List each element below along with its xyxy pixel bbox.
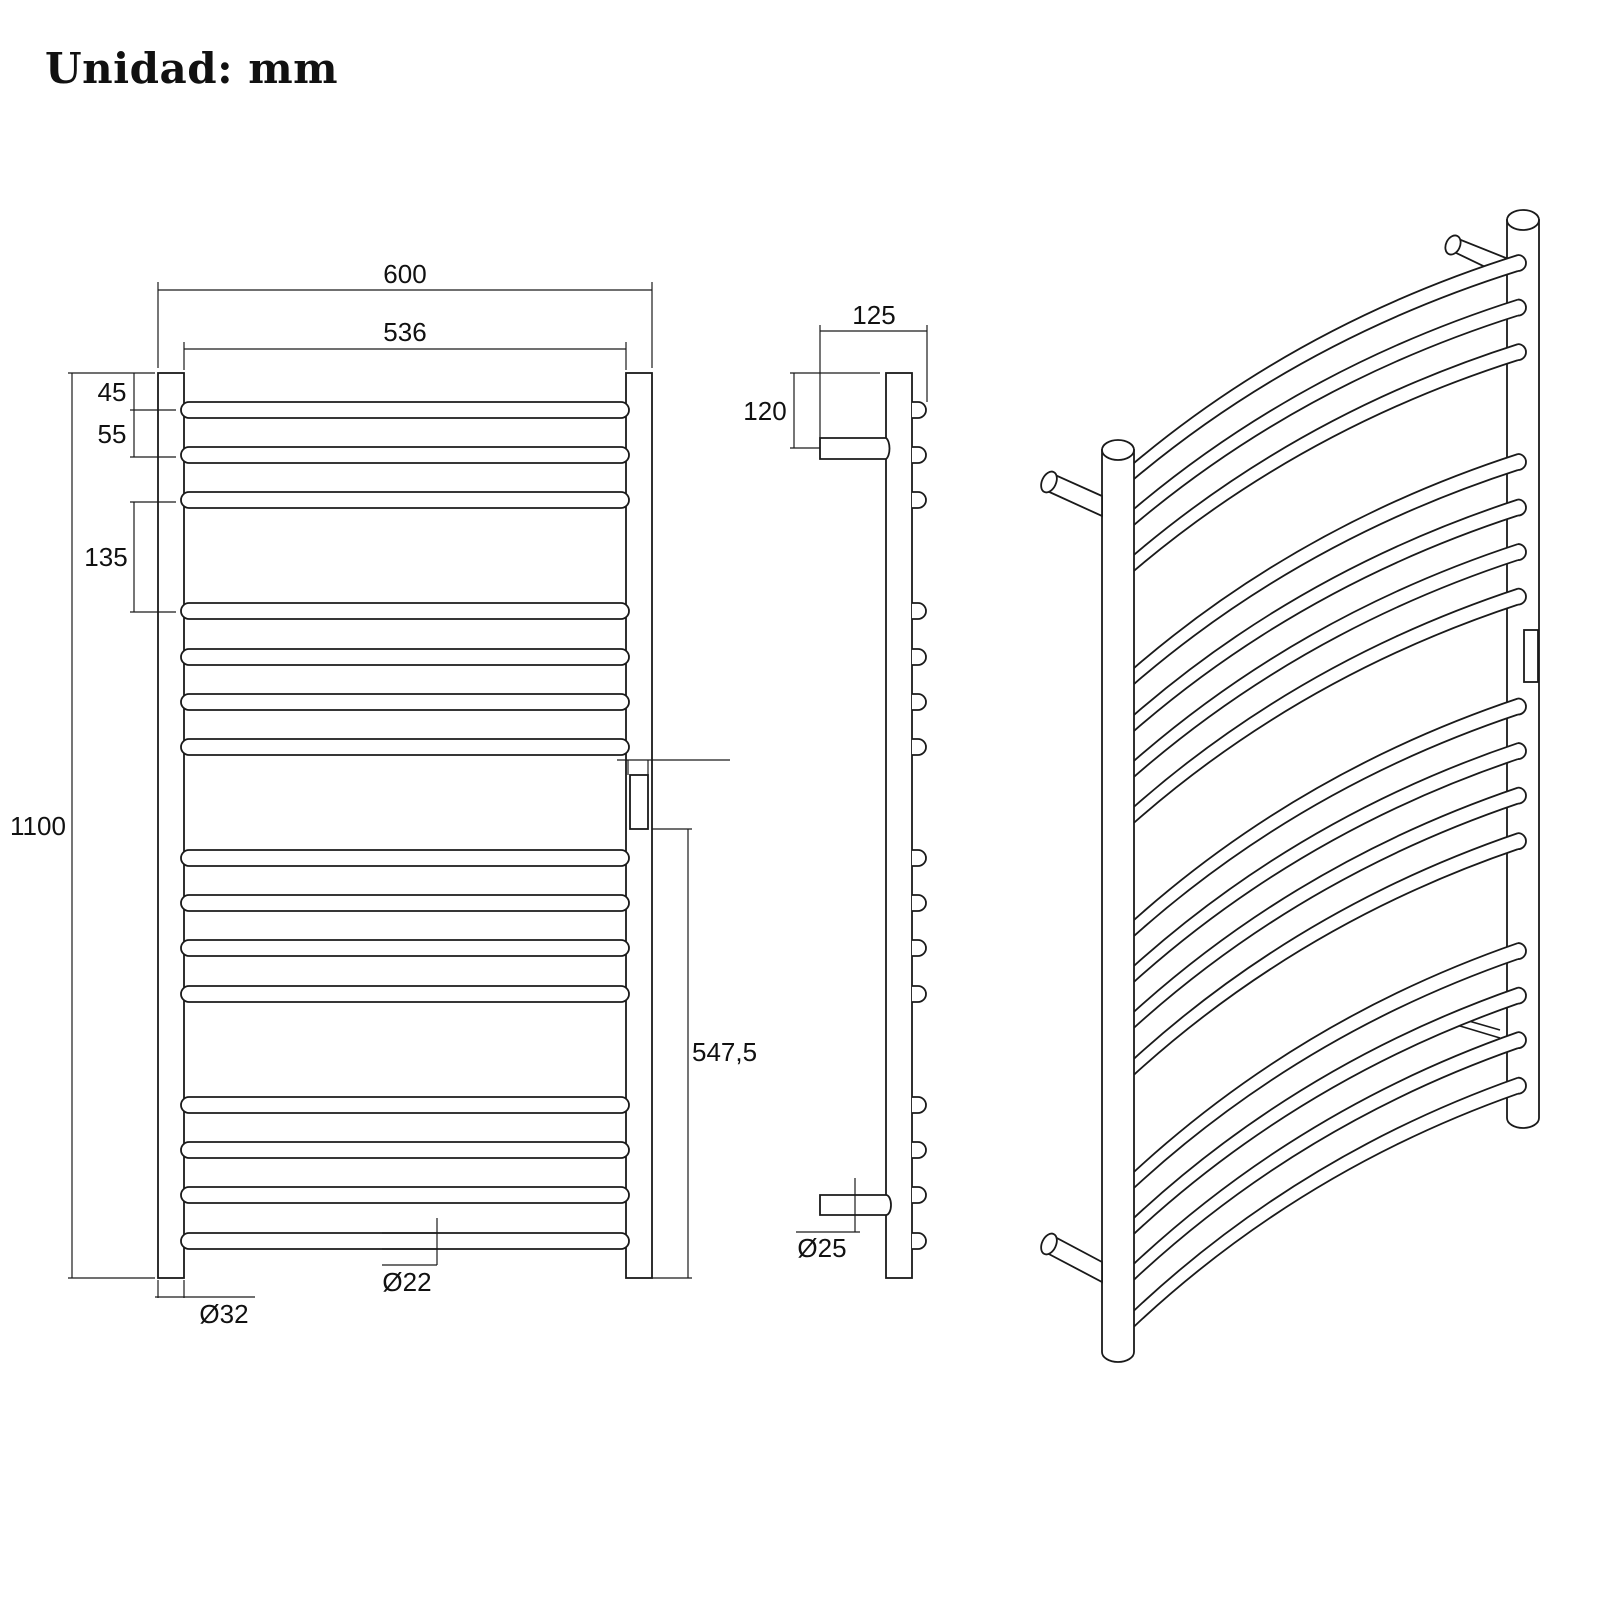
side-bar-end-6 — [912, 693, 927, 711]
front-bar-8 — [180, 849, 630, 867]
heating-element-connection — [629, 774, 649, 830]
dim-rail-diameter: Ø32 — [199, 1299, 248, 1329]
perspective-bar-9 — [1133, 742, 1527, 983]
dim-bracket-diameter: Ø25 — [797, 1233, 846, 1263]
dim-inner-width: 536 — [383, 317, 426, 347]
front-bar-10 — [180, 939, 630, 957]
side-bar-end-14 — [912, 1186, 927, 1204]
perspective-connection-box — [1523, 629, 1539, 683]
front-bar-3 — [180, 491, 630, 509]
perspective-bar-12 — [1133, 942, 1527, 1189]
side-bar-end-10 — [912, 939, 927, 957]
side-bar-end-8 — [912, 849, 927, 867]
front-bar-11 — [180, 985, 630, 1003]
side-bar-ends — [912, 401, 927, 1250]
side-bar-end-4 — [912, 602, 927, 620]
side-bar-end-2 — [912, 446, 927, 464]
front-bar-13 — [180, 1141, 630, 1159]
front-view: 600 536 1100 45 55 135 547,5 — [10, 259, 757, 1329]
side-bar-end-12 — [912, 1096, 927, 1114]
side-bar-end-15 — [912, 1232, 927, 1250]
back-rail — [1506, 219, 1540, 1129]
dim-group-gap: 135 — [84, 542, 127, 572]
dim-bracket-offset: 120 — [743, 396, 786, 426]
perspective-bar-13 — [1133, 986, 1527, 1235]
front-bar-5 — [180, 648, 630, 666]
perspective-bar-11 — [1133, 832, 1527, 1076]
perspective-bar-7 — [1133, 587, 1527, 824]
perspective-bars — [1133, 254, 1527, 1328]
perspective-bar-14 — [1133, 1031, 1527, 1281]
side-bar-end-11 — [912, 985, 927, 1003]
front-bar-6 — [180, 693, 630, 711]
perspective-bar-6 — [1133, 543, 1527, 778]
dim-depth: 125 — [852, 300, 895, 330]
front-bars — [180, 401, 630, 1250]
dim-overall-width: 600 — [383, 259, 426, 289]
perspective-bar-8 — [1133, 697, 1527, 937]
left-rail — [157, 372, 185, 1279]
front-bar-14 — [180, 1186, 630, 1204]
side-bar-end-13 — [912, 1141, 927, 1159]
side-bar-end-3 — [912, 491, 927, 509]
top-wall-bracket — [819, 437, 891, 460]
side-view: 125 120 Ø25 — [743, 300, 928, 1279]
side-rail — [885, 372, 913, 1279]
dim-top-gap: 45 — [98, 377, 127, 407]
perspective-bar-10 — [1133, 786, 1527, 1029]
unit-title: Unidad: mm — [45, 44, 339, 93]
perspective-view — [1040, 209, 1540, 1363]
perspective-bar-4 — [1133, 453, 1527, 685]
front-bar-12 — [180, 1096, 630, 1114]
front-rail — [1101, 449, 1135, 1363]
side-bar-end-9 — [912, 894, 927, 912]
dim-connection-height: 547,5 — [692, 1037, 757, 1067]
front-bar-4 — [180, 602, 630, 620]
perspective-bar-15 — [1133, 1076, 1527, 1328]
front-bar-9 — [180, 894, 630, 912]
side-bar-end-5 — [912, 648, 927, 666]
dim-bar-diameter: Ø22 — [382, 1267, 431, 1297]
perspective-bar-2 — [1133, 298, 1527, 526]
side-bar-end-1 — [912, 401, 927, 419]
front-bar-15 — [180, 1232, 630, 1250]
dim-height: 1100 — [10, 811, 66, 841]
perspective-bar-1 — [1133, 254, 1527, 480]
dim-bar-spacing: 55 — [98, 419, 127, 449]
perspective-bar-3 — [1133, 343, 1527, 572]
perspective-bar-5 — [1133, 498, 1527, 732]
front-bar-1 — [180, 401, 630, 419]
front-bar-2 — [180, 446, 630, 464]
front-bar-7 — [180, 738, 630, 756]
side-bar-end-7 — [912, 738, 927, 756]
